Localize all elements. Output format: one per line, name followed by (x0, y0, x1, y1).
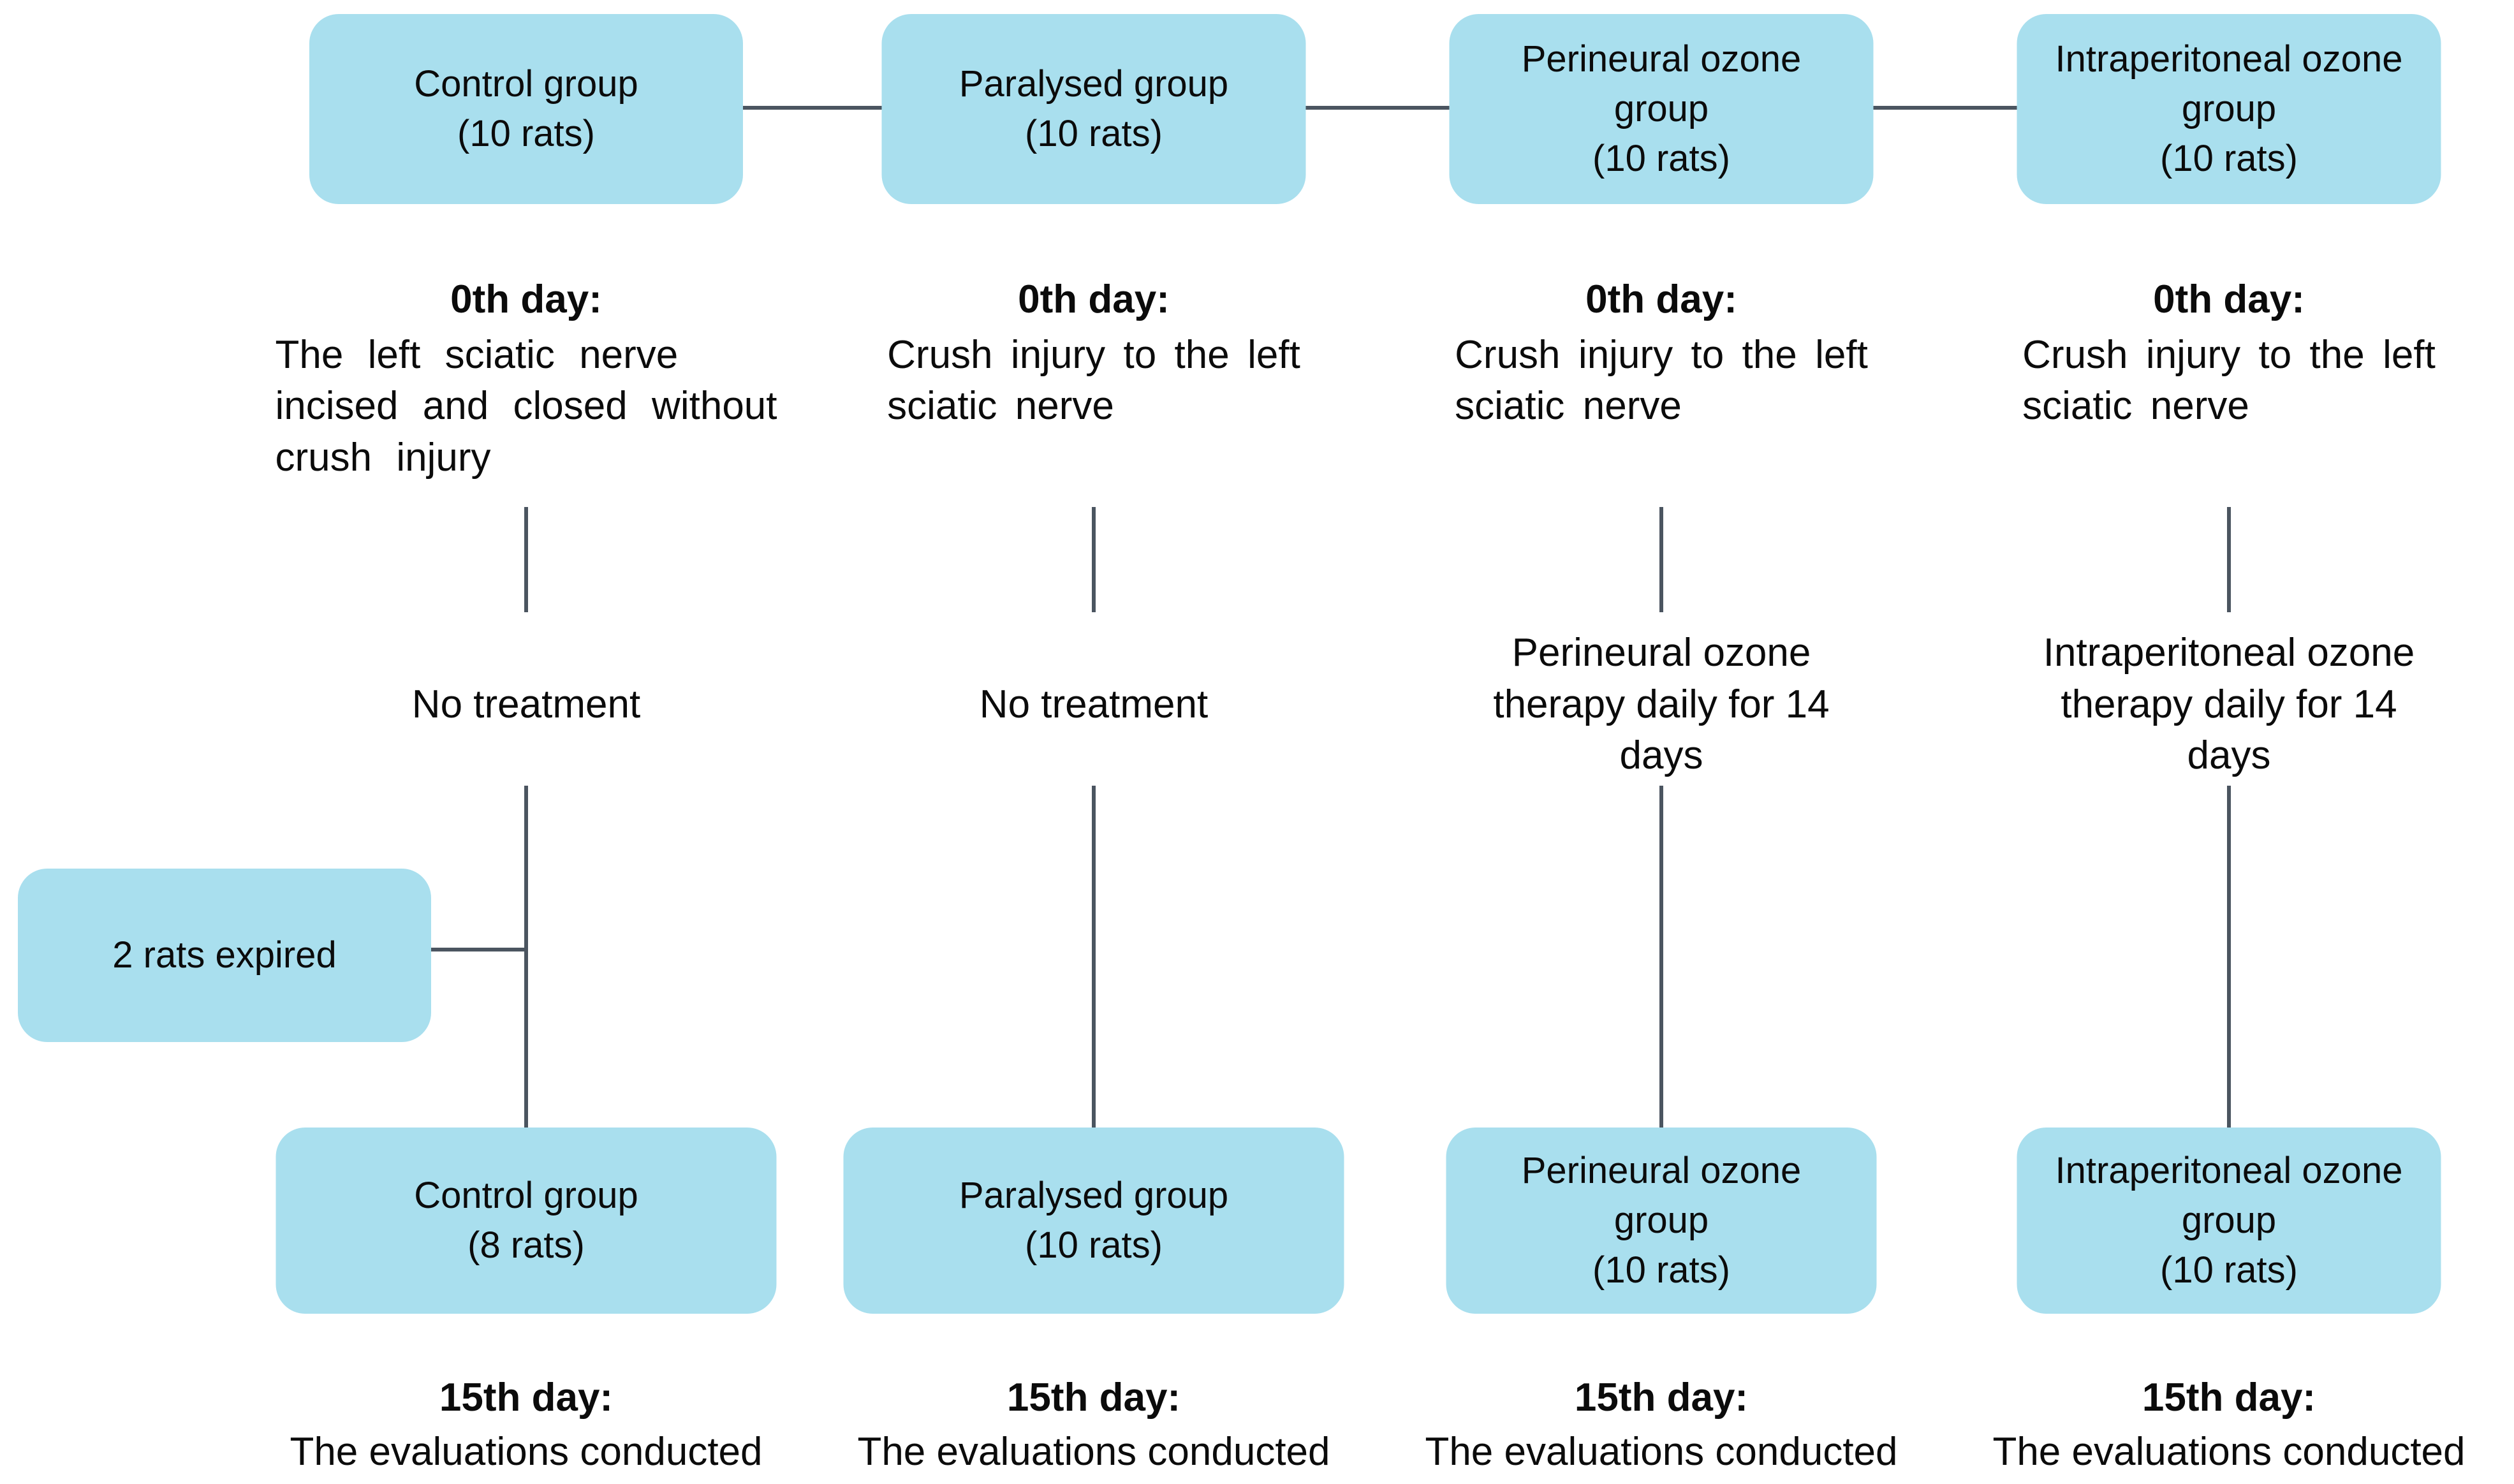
rats-expired-connector-line (427, 948, 528, 951)
perineural-group-top-box: Perineural ozone group (10 rats) (1449, 14, 1874, 204)
connector-line (524, 786, 528, 1129)
rats-expired-box: 2 rats expired (18, 869, 431, 1042)
day15-block: 15th day: The evaluations conducted (246, 1372, 807, 1478)
treatment-label: No treatment (979, 682, 1209, 726)
connector-line (1092, 507, 1096, 612)
intraperitoneal-group-top-box: Intraperitoneal ozone group (10 rats) (2017, 14, 2441, 204)
control-group-top-box: Control group (10 rats) (309, 14, 743, 204)
day15-description: The evaluations conducted (857, 1429, 1330, 1474)
connector-line (1659, 507, 1663, 612)
connector-line (2227, 786, 2231, 1129)
treatment-label: No treatment (411, 682, 641, 726)
day0-description: Crush injury to the left sciatic nerve (1455, 332, 1868, 429)
day15-label: 15th day: (1006, 1376, 1181, 1420)
day15-block: 15th day: The evaluations conducted (1381, 1372, 1942, 1478)
day15-label: 15th day: (2142, 1376, 2316, 1420)
intraperitoneal-group-bottom-box: Intraperitoneal ozone group (10 rats) (2017, 1128, 2441, 1314)
day15-description: The evaluations conducted (290, 1429, 763, 1474)
day0-label: 0th day: (1585, 277, 1737, 321)
day0-block: 0th day: Crush injury to the left sciati… (1378, 274, 1945, 432)
connector-line (1092, 786, 1096, 1129)
connector-line (1659, 786, 1663, 1129)
day0-description: Crush injury to the left sciatic nerve (2022, 332, 2436, 429)
control-group-bottom-box: Control group (8 rats) (276, 1128, 777, 1314)
day15-description: The evaluations conducted (1425, 1429, 1898, 1474)
day0-description: Crush injury to the left sciatic nerve (887, 332, 1300, 429)
day15-block: 15th day: The evaluations conducted (813, 1372, 1374, 1478)
day0-block: 0th day: Crush injury to the left sciati… (810, 274, 1378, 432)
column-paralysed-group: Paralysed group (10 rats) 0th day: Crush… (810, 0, 1378, 1484)
connector-line (524, 507, 528, 612)
day0-label: 0th day: (450, 277, 602, 321)
column-intraperitoneal-ozone-group: Intraperitoneal ozone group (10 rats) 0t… (1945, 0, 2513, 1484)
day15-label: 15th day: (1574, 1376, 1749, 1420)
paralysed-group-top-box: Paralysed group (10 rats) (881, 14, 1306, 204)
day0-block: 0th day: The left sciatic nerve incised … (242, 274, 810, 483)
day0-label: 0th day: (1018, 277, 1170, 321)
day0-block: 0th day: Crush injury to the left sciati… (1945, 274, 2513, 432)
perineural-group-bottom-box: Perineural ozone group (10 rats) (1446, 1128, 1877, 1314)
column-perineural-ozone-group: Perineural ozone group (10 rats) 0th day… (1378, 0, 1945, 1484)
day15-block: 15th day: The evaluations conducted (1948, 1372, 2510, 1478)
column-control-group: Control group (10 rats) 0th day: The lef… (242, 0, 810, 1484)
paralysed-group-bottom-box: Paralysed group (10 rats) (843, 1128, 1344, 1314)
top-groups-connector-line (526, 106, 2229, 110)
day15-label: 15th day: (439, 1376, 614, 1420)
day0-label: 0th day: (2153, 277, 2305, 321)
connector-line (2227, 507, 2231, 612)
day0-description: The left sciatic nerve incised and close… (275, 332, 777, 480)
treatment-label: Perineural ozone therapy daily for 14 da… (1493, 631, 1830, 778)
treatment-label: Intraperitoneal ozone therapy daily for … (2043, 631, 2415, 778)
day15-description: The evaluations conducted (1992, 1429, 2466, 1474)
